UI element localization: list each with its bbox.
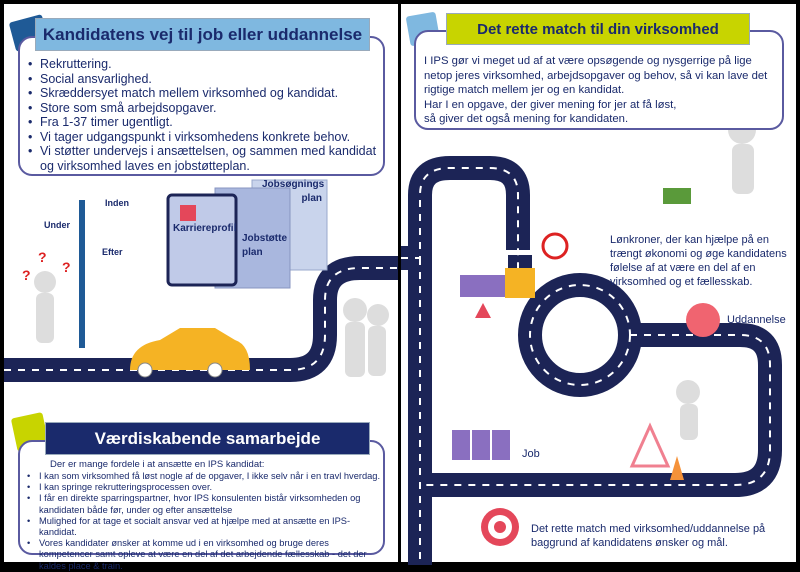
two-people-icon	[343, 298, 389, 377]
match-goal-text: Det rette match med virksomhed/uddannels…	[531, 523, 766, 549]
list-item: Mulighed for at tage et socialt ansvar v…	[27, 516, 382, 538]
match-description: I IPS gør vi meget ud af at være opsøgen…	[424, 54, 779, 127]
no-parking-sign-icon	[541, 232, 569, 260]
list-item: Vores kandidater ønsker at komme ud i en…	[27, 538, 382, 572]
section-title-match: Det rette match til din virksomhed	[446, 13, 750, 45]
section-title-collaboration: Værdiskabende samarbejde	[45, 422, 370, 455]
factory-icon	[452, 430, 510, 460]
education-label: Uddannelse	[727, 314, 786, 326]
svg-text:?: ?	[38, 249, 47, 265]
digging-person-icon	[676, 380, 700, 440]
list-item: I kan som virksomhed få løst nogle af de…	[27, 471, 382, 482]
list-item: Store som små arbejdsopgaver.	[28, 101, 378, 116]
money-icon	[663, 188, 691, 204]
list-item: Social ansvarlighed.	[28, 72, 378, 87]
list-item: Vi støtter undervejs i ansættelsen, og s…	[28, 144, 378, 173]
benefit-list: Rekruttering. Social ansvarlighed. Skræd…	[28, 57, 378, 173]
list-item: Vi tager udgangspunkt i virksomhedens ko…	[28, 130, 378, 145]
match-paragraph: I IPS gør vi meget ud af at være opsøgen…	[424, 55, 768, 96]
roadwork-sign-icon	[629, 422, 671, 468]
signpost-pole	[79, 200, 85, 348]
list-item: I kan springe rekrutteringsprocessen ove…	[27, 482, 382, 493]
jobsoegning-plan-label: Jobsøgnings plan	[262, 179, 325, 204]
signpost-efter: Efter	[102, 247, 123, 257]
warning-triangle-icon	[475, 303, 491, 318]
list-item: Fra 1-37 timer ugentligt.	[28, 115, 378, 130]
salary-text: Lønkroner, der kan hjælpe på en trængt ø…	[610, 234, 787, 288]
svg-text:?: ?	[22, 267, 31, 283]
jobstoette-plan-label: Jobstøtte plan	[242, 233, 287, 258]
yellow-car-icon	[130, 328, 250, 370]
lightbulb-icon	[686, 303, 720, 337]
match-paragraph: så giver det også mening for kandidaten.	[424, 113, 629, 125]
karriereprofil-label: Karriereprofil	[173, 223, 237, 234]
signpost-under: Under	[44, 220, 71, 230]
karriereprofil-clipboard	[166, 193, 238, 287]
signpost-inden: Inden	[105, 198, 129, 208]
svg-text:?: ?	[62, 259, 71, 275]
traffic-cone-icon	[670, 456, 684, 480]
road-right-loop	[420, 323, 782, 497]
collaboration-intro: Der er mange fordele i at ansætte en IPS…	[50, 459, 265, 470]
list-item: I får en direkte sparringspartner, hvor …	[27, 493, 382, 515]
job-label: Job	[522, 448, 540, 460]
list-item: Rekruttering.	[28, 57, 378, 72]
road-right	[401, 156, 532, 565]
list-item: Skræddersyet match mellem virksomhed og …	[28, 86, 378, 101]
match-paragraph: Har I en opgave, der giver mening for je…	[424, 98, 677, 111]
thinking-person-icon	[34, 271, 56, 293]
match-box	[414, 30, 784, 130]
collaboration-list: I kan som virksomhed få løst nogle af de…	[27, 471, 382, 572]
section-title-candidate-path: Kandidatens vej til job eller uddannelse	[35, 18, 370, 51]
